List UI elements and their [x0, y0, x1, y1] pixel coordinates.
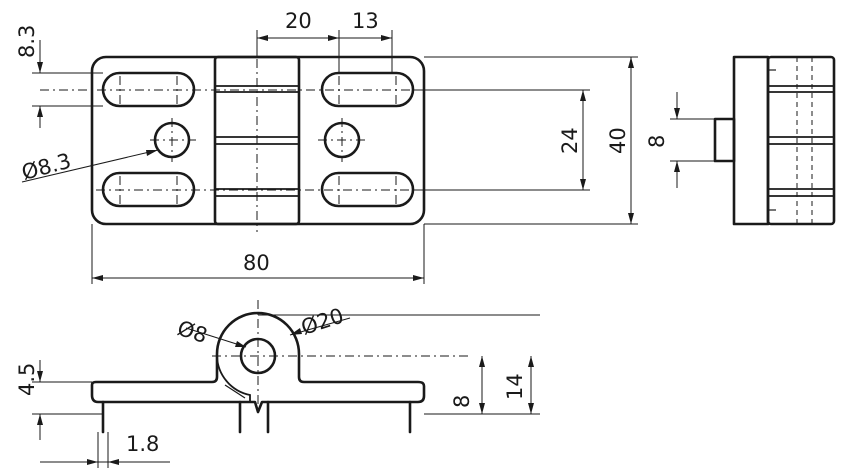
dim-center-8: 8 [424, 356, 490, 415]
side-hidden-lines [768, 57, 813, 224]
dim-bore-dia-label: Ø8 [174, 316, 210, 348]
dim-20: 20 [256, 9, 340, 73]
plan-knuckle-bands [215, 85, 299, 197]
dim-1-8-label: 1.8 [126, 432, 159, 456]
side-knuckle [766, 55, 836, 226]
side-pin-stub [713, 117, 736, 163]
end-center-lines [212, 300, 470, 414]
dim-14: 14 [258, 314, 540, 415]
dim-80-label: 80 [243, 251, 270, 275]
side-plate [732, 55, 770, 226]
dim-13-label: 13 [352, 9, 379, 33]
dim-80: 80 [91, 224, 425, 284]
end-profile-outline [90, 311, 426, 414]
dim-knuckle-dia: Ø20 [289, 304, 351, 340]
dim-20-label: 20 [285, 9, 312, 33]
plan-view: 20 13 8.3 Ø8.3 [15, 9, 638, 284]
dim-40-label: 40 [606, 127, 630, 154]
end-knuckle-split [216, 355, 251, 402]
side-knuckle-bands [768, 85, 834, 197]
dim-24: 24 [413, 89, 590, 191]
dim-hole-dia: Ø8.3 [19, 149, 159, 185]
dim-14-label: 14 [503, 373, 527, 400]
plan-plate-outline [90, 55, 426, 226]
end-view: Ø8 Ø20 4.5 1.8 [15, 300, 540, 468]
dim-8-3-label: 8.3 [15, 25, 39, 58]
dim-pin-8: 8 [645, 92, 715, 188]
dim-1-8: 1.8 [40, 432, 170, 468]
dim-40: 40 [424, 56, 638, 225]
dim-pin-8-label: 8 [645, 135, 669, 148]
dim-24-label: 24 [558, 127, 582, 154]
dim-4-5: 4.5 [15, 360, 103, 440]
plan-center-lines [40, 40, 420, 232]
dim-hole-dia-label: Ø8.3 [19, 149, 73, 185]
dim-center-8-label: 8 [450, 395, 474, 408]
side-view: 8 [645, 55, 836, 226]
dim-8-3: 8.3 [15, 25, 103, 128]
end-pins [101, 400, 412, 434]
dim-4-5-label: 4.5 [15, 363, 39, 396]
dim-knuckle-dia-label: Ø20 [298, 304, 347, 340]
end-step-line [224, 384, 246, 399]
dim-13: 13 [339, 9, 393, 73]
